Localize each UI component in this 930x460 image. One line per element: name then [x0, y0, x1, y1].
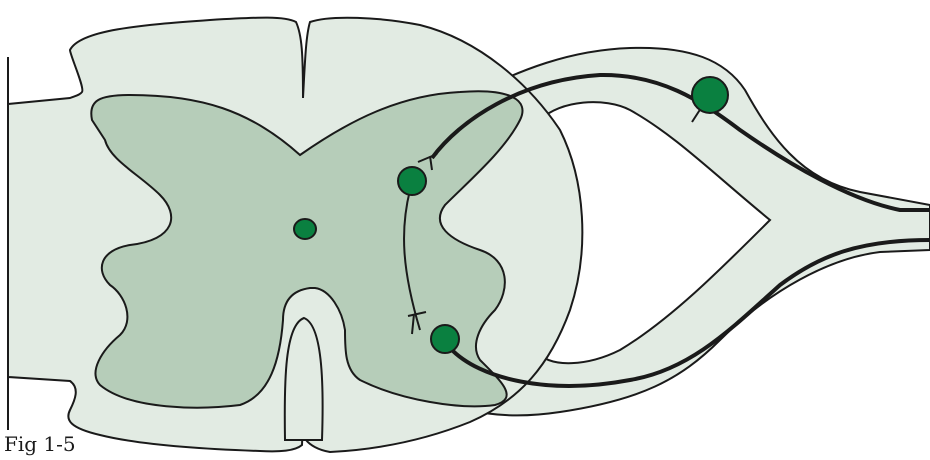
interneuron-body	[398, 167, 426, 195]
figure-caption: Fig 1-5	[4, 432, 76, 456]
dorsal-root-ganglion-neuron	[692, 77, 728, 113]
motor-neuron-body	[431, 325, 459, 353]
central-canal	[294, 219, 316, 239]
anterior-median-fissure	[285, 318, 323, 440]
